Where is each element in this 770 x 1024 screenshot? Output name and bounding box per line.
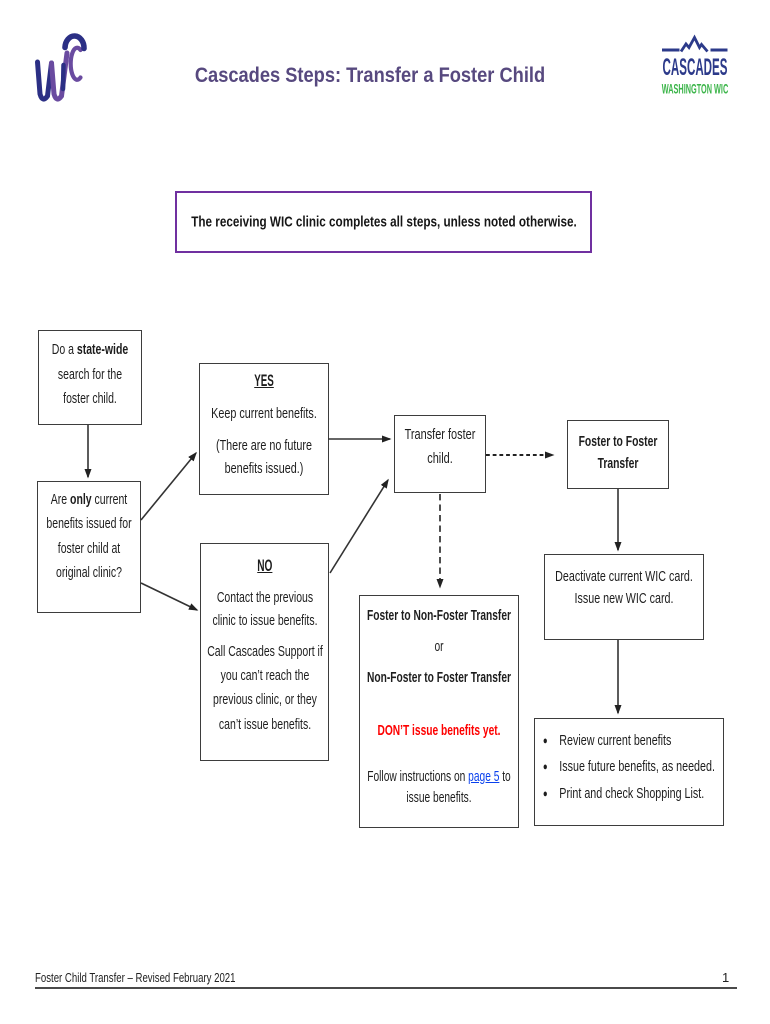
svg-text:WASHINGTON WIC: WASHINGTON WIC: [662, 82, 729, 97]
svg-text:CASCADES: CASCADES: [663, 54, 728, 81]
